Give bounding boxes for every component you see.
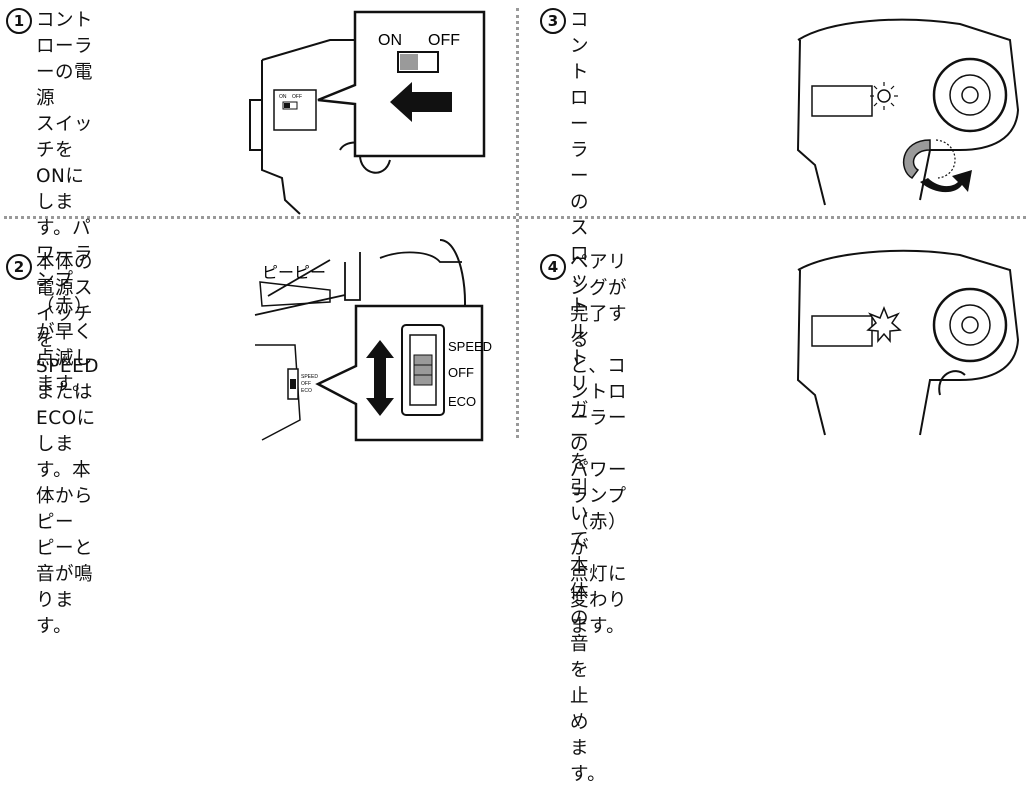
step-4-illustration (796, 249, 1020, 436)
switch-off-label: OFF (428, 32, 460, 49)
arrow-left-icon (390, 82, 452, 122)
beep-text: ピーピー (262, 263, 326, 282)
steering-wheel-icon (932, 57, 1008, 133)
horizontal-divider (4, 216, 1026, 219)
step-1-illustration: ON OFF ON OFF (249, 10, 486, 215)
step-number: 4 (540, 254, 566, 280)
small-speed: SPEED (301, 374, 318, 380)
power-lamp-lit-icon (866, 305, 902, 344)
up-down-arrow-icon (366, 340, 394, 416)
step-3-illustration (796, 18, 1020, 206)
small-eco: ECO (301, 388, 312, 394)
eco-label: ECO (448, 394, 476, 409)
step-number: 2 (6, 254, 32, 280)
trigger-icon (938, 370, 966, 396)
speed-label: SPEED (448, 339, 492, 354)
step-2-illustration: ピーピー SPEED OFF ECO SPEED OFF ECO (254, 239, 492, 442)
trigger-icon (903, 139, 931, 179)
off-label: OFF (448, 365, 474, 380)
vertical-divider (516, 8, 519, 438)
switch-on-label: ON (378, 32, 402, 49)
small-off: OFF (301, 381, 311, 387)
curved-arrow-icon (920, 170, 972, 193)
step-number: 3 (540, 8, 566, 34)
switch-off-small: OFF (292, 94, 302, 100)
steering-wheel-icon (932, 287, 1008, 363)
power-lamp-blinking-icon (877, 89, 891, 103)
step-number: 1 (6, 8, 32, 34)
step-1-text: コントローラーの電源 スイッチをONにしま す。パワーランプ（赤） が早く点滅し… (36, 10, 94, 395)
switch-on-small: ON (279, 94, 287, 100)
